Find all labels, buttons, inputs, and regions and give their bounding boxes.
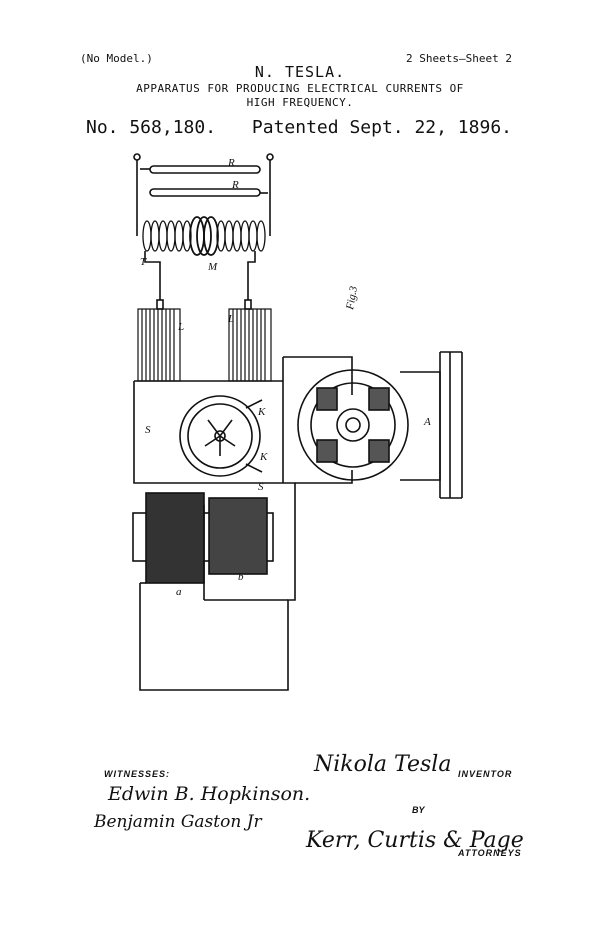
attorneys-signature: Kerr, Curtis & Page: [306, 828, 524, 853]
coil-M: [189, 216, 219, 256]
resistance-rod-upper: [149, 165, 261, 174]
patent-title-line-1: APPARATUS FOR PRODUCING ELECTRICAL CURRE…: [136, 82, 464, 95]
label-A: A: [423, 416, 431, 428]
label-S-lower: S: [258, 481, 264, 493]
label-K-upper: K: [257, 406, 266, 418]
no-model-label: (No Model.): [80, 52, 153, 65]
figure-label: Fig.3: [344, 285, 360, 312]
label-b: b: [238, 571, 244, 583]
label-S-upper: S: [145, 424, 151, 436]
label-T: T: [140, 256, 147, 268]
condenser-right: [228, 308, 272, 382]
motor-A: [297, 351, 463, 499]
transformer-core: [132, 492, 288, 601]
attorneys-label: ATTORNEYS: [458, 848, 522, 858]
patent-date: Patented Sept. 22, 1896.: [251, 117, 512, 138]
witness-signature-2: Benjamin Gaston Jr: [94, 812, 262, 832]
commutator-K: [179, 395, 263, 477]
resistance-rod-lower: [149, 188, 261, 197]
coil-T: [142, 220, 266, 252]
label-K-lower: K: [259, 451, 268, 463]
inventor-signature: Nikola Tesla: [314, 752, 452, 777]
label-L-left: L: [177, 321, 184, 333]
witnesses-label: WITNESSES:: [104, 769, 171, 779]
label-a: a: [176, 586, 182, 598]
label-R-upper: R: [227, 157, 235, 169]
inventor-label: INVENTOR: [458, 769, 513, 779]
witness-signature-1: Edwin B. Hopkinson.: [108, 783, 311, 805]
patent-title-line-2: HIGH FREQUENCY.: [246, 96, 354, 109]
inventor-name-heading: N. TESLA.: [254, 63, 346, 81]
label-L-right: L: [227, 313, 234, 325]
label-M: M: [207, 261, 218, 273]
right-terminal: [266, 153, 274, 161]
frame-S-outer: [133, 381, 296, 691]
left-terminal: [133, 153, 141, 161]
patent-number: No. 568,180.: [86, 117, 217, 138]
by-label: BY: [412, 805, 425, 815]
condenser-left: [137, 308, 181, 382]
label-R-lower: R: [231, 179, 239, 191]
sheet-number: 2 Sheets—Sheet 2: [406, 52, 512, 65]
